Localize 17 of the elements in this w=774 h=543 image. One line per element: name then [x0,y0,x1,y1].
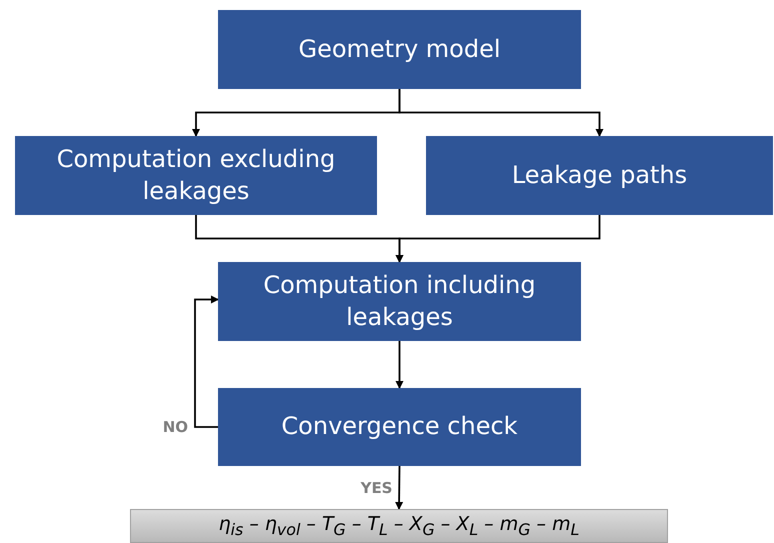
arrow [194,296,219,428]
box-label: Leakage paths [512,160,688,191]
process-box [15,136,377,215]
arrow [396,341,404,389]
box-label: Computation excluding leakages [56,144,336,206]
formula-text: η$_{is}$ – η$_{vol}$ – T$_{G}$ – T$_{L}$ – X$_{G}$ – X$_{L}$ – m$_{G}$ – m$_{L}$ [218,512,580,540]
arrow [395,466,404,510]
process-box [218,10,581,89]
arrow [398,89,604,137]
box-label: Convergence check [281,411,518,442]
process-box [218,262,581,341]
box-label: Computation including leakages [262,270,537,332]
result-box [130,509,668,543]
process-box [218,388,581,466]
box-label: Geometry model [298,34,501,65]
arrow [396,215,600,263]
process-box [426,136,773,215]
